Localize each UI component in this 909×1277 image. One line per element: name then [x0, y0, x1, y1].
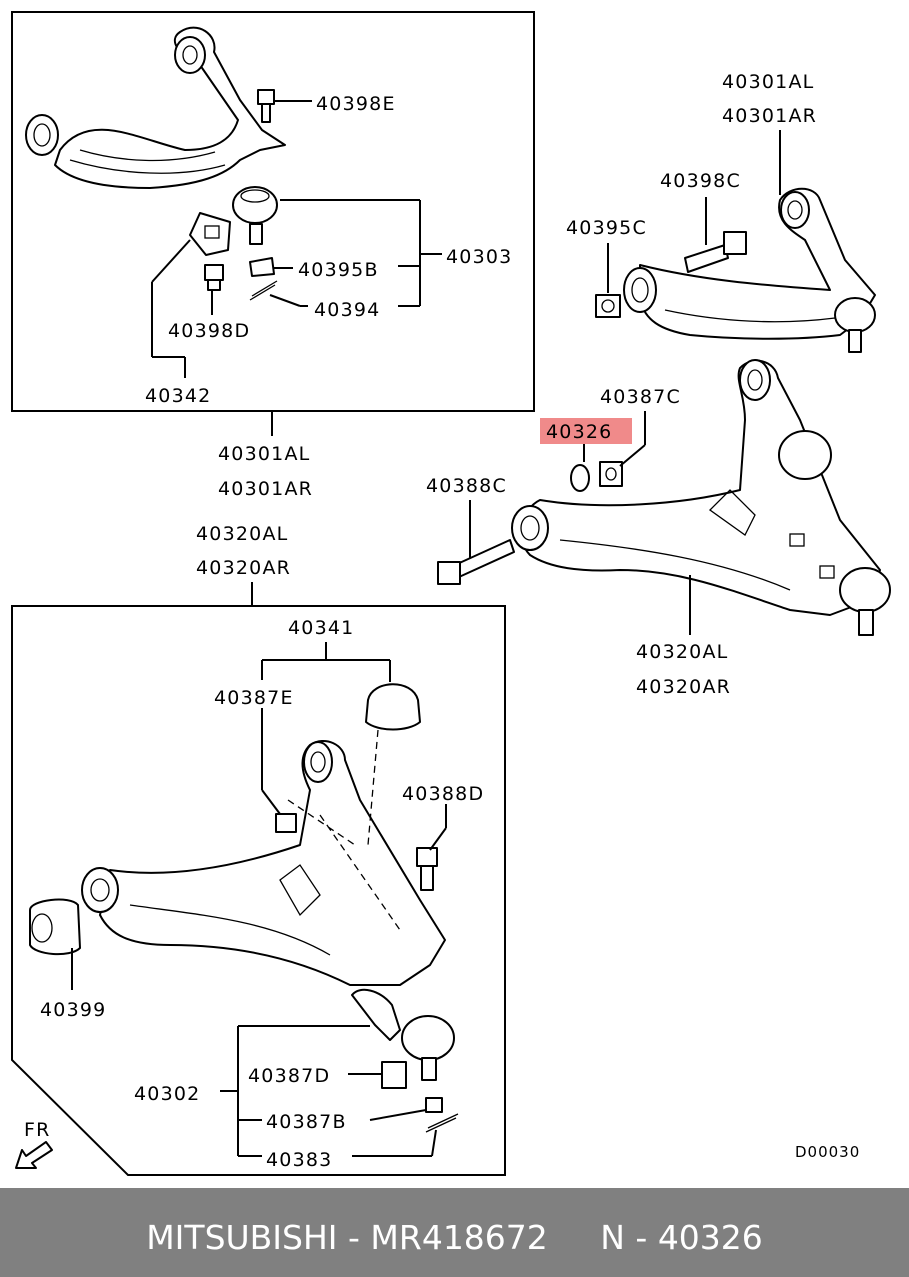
footer-part-text: MITSUBISHI - MR418672 N - 40326 — [146, 1218, 763, 1257]
label-40302: 40302 — [134, 1083, 200, 1105]
label-40383: 40383 — [266, 1149, 332, 1171]
label-40301AL-right: 40301AL — [722, 71, 814, 93]
upper-box-leaders — [151, 100, 442, 378]
lower-arm-assembly — [437, 359, 891, 636]
label-40387E: 40387E — [214, 687, 294, 709]
leader-40387C-b — [619, 444, 646, 467]
label-40387C: 40387C — [600, 386, 681, 408]
footer-bar — [0, 1188, 909, 1277]
parts-diagram: 40398E 40303 40395B 40394 40398D 40342 4… — [11, 11, 891, 1176]
label-40395B: 40395B — [298, 259, 379, 281]
label-40301AR-right: 40301AR — [722, 105, 817, 127]
label-40320AR-right: 40320AR — [636, 676, 731, 698]
label-40387B: 40387B — [266, 1111, 347, 1133]
label-40388C: 40388C — [426, 475, 507, 497]
upper-arm-assembly — [595, 187, 876, 353]
diagram-code: D00030 — [795, 1143, 860, 1161]
label-40399: 40399 — [40, 999, 106, 1021]
label-40326: 40326 — [546, 421, 612, 443]
label-40398C: 40398C — [660, 170, 741, 192]
label-40394: 40394 — [314, 299, 380, 321]
label-40320AL-right: 40320AL — [636, 641, 728, 663]
upper-arm-drawing — [25, 26, 286, 301]
lower-arm-detail-box — [11, 605, 506, 1176]
label-40398D: 40398D — [168, 320, 250, 342]
label-40387D: 40387D — [248, 1065, 330, 1087]
label-40320AL-left: 40320AL — [196, 523, 288, 545]
highlight-40326 — [540, 418, 632, 444]
label-40341: 40341 — [288, 617, 354, 639]
label-40388D: 40388D — [402, 783, 484, 805]
label-40395C: 40395C — [566, 217, 647, 239]
lower-arm-drawing — [29, 683, 459, 1133]
front-arrow-icon — [15, 1141, 53, 1169]
front-indicator-label: FR — [24, 1119, 51, 1141]
label-40301AR-left: 40301AR — [218, 478, 313, 500]
label-40320AR-left: 40320AR — [196, 557, 291, 579]
label-40398E: 40398E — [316, 93, 396, 115]
label-40342: 40342 — [145, 385, 211, 407]
lower-box-leaders — [71, 642, 447, 1157]
label-40301AL-left: 40301AL — [218, 443, 310, 465]
label-40303: 40303 — [446, 246, 512, 268]
